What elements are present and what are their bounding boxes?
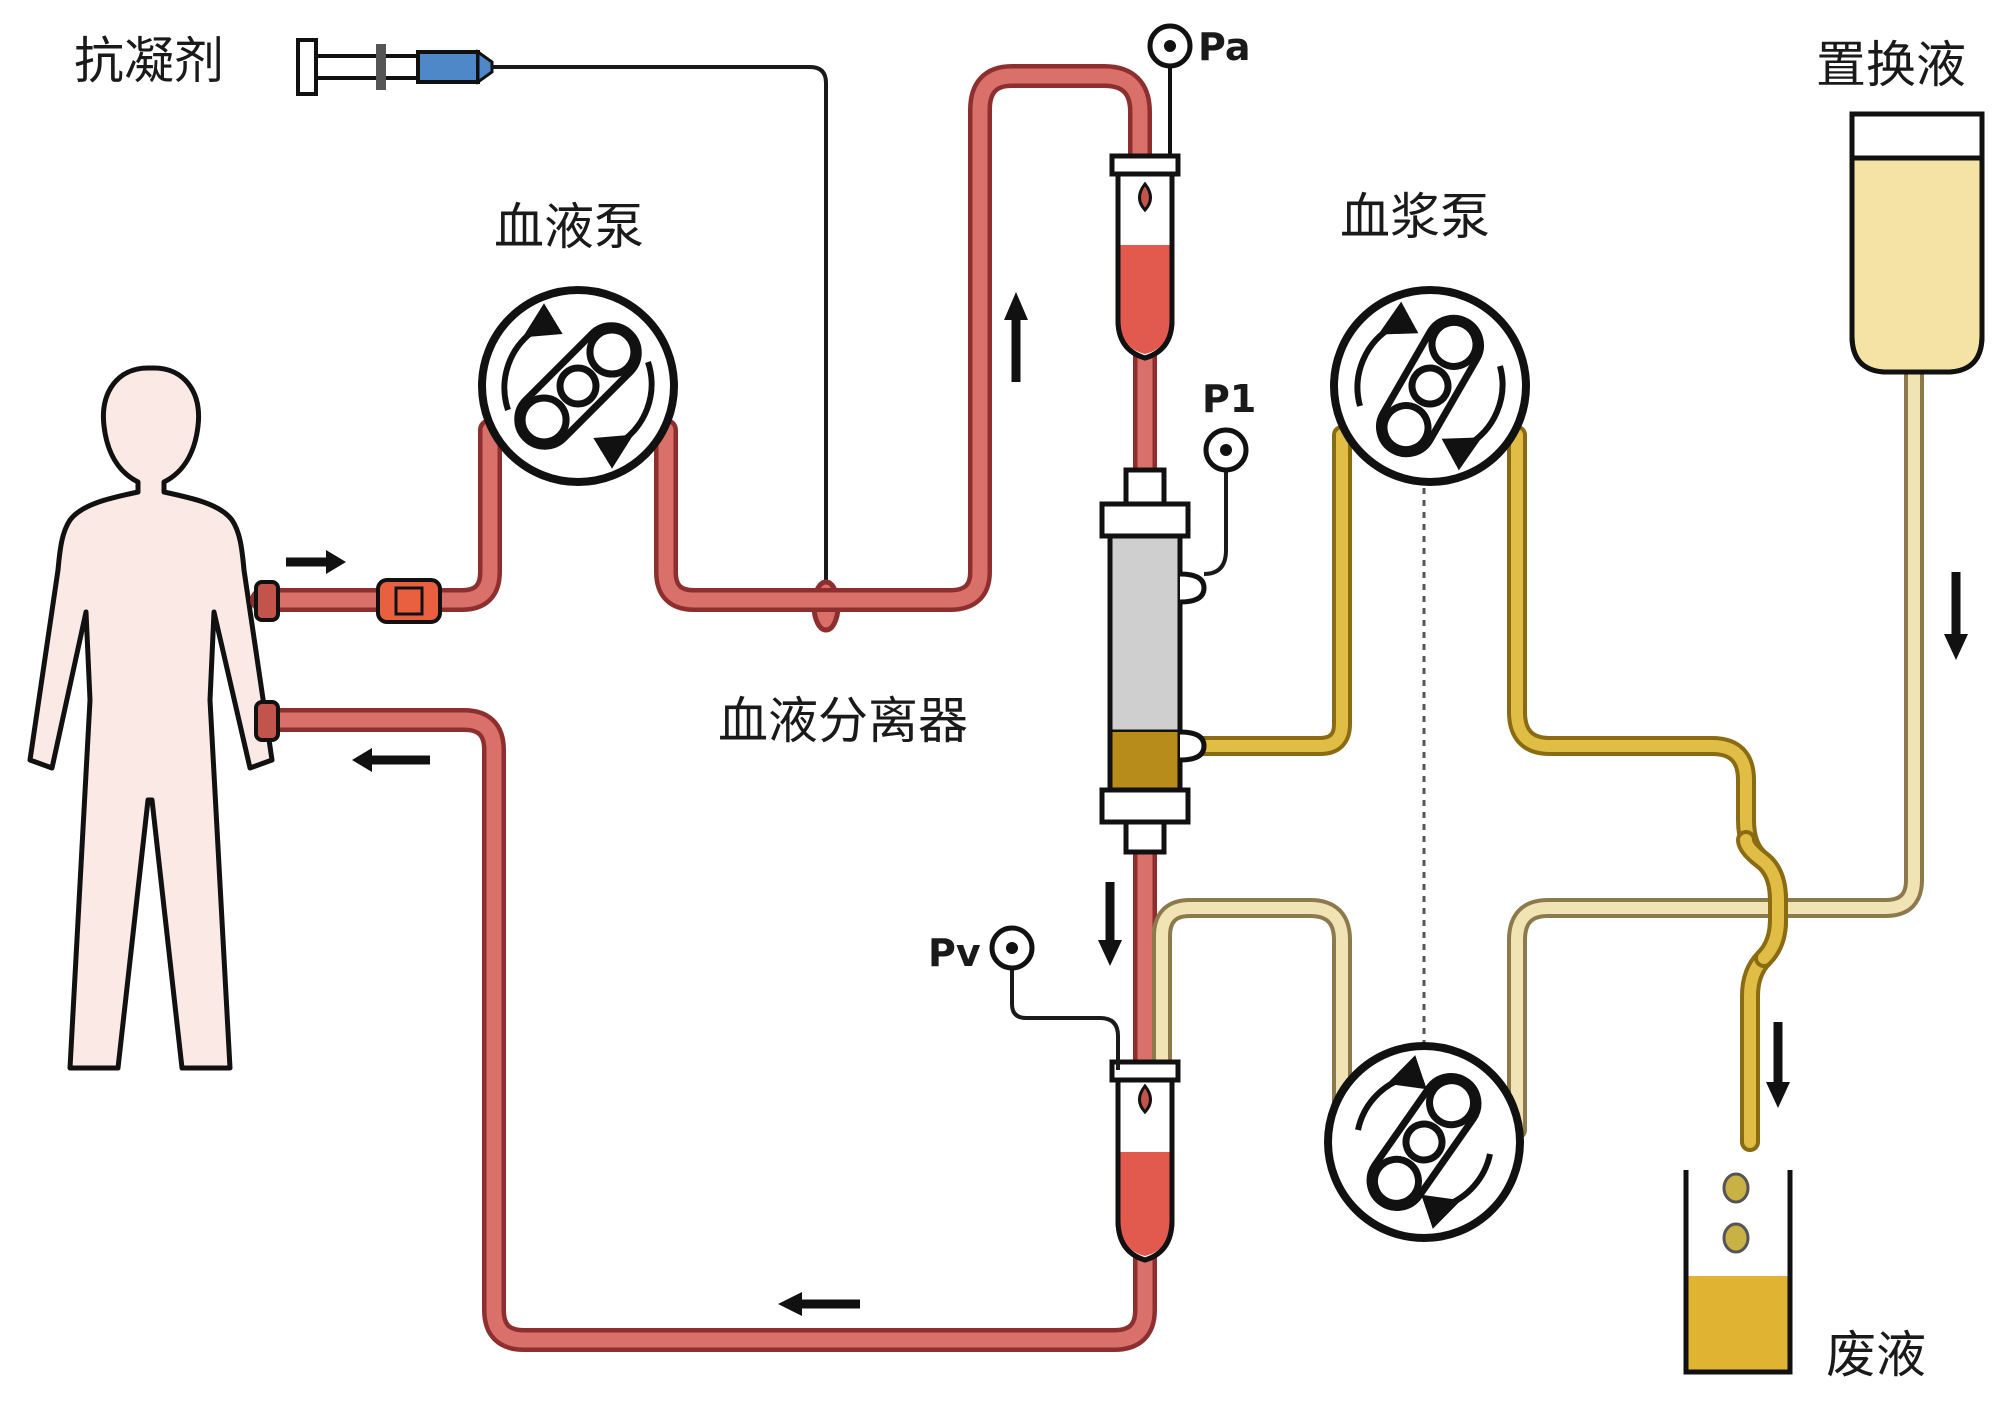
plasma-pump-upper xyxy=(1330,286,1530,486)
pa-label: Pa xyxy=(1198,25,1250,69)
plasma-pump-lower xyxy=(1324,1042,1524,1242)
waste-container xyxy=(1683,1170,1793,1375)
arrow-left-return xyxy=(778,1292,860,1316)
blood-separator xyxy=(1099,467,1207,855)
arrow-left-venous xyxy=(352,748,430,772)
replacement-fluid-label: 置换液 xyxy=(1816,36,1966,94)
anticoagulant-syringe xyxy=(296,38,494,96)
waste-fluid-label: 废液 xyxy=(1826,1326,1926,1384)
p1-label: P1 xyxy=(1202,377,1256,421)
p1-gauge xyxy=(1203,427,1249,576)
arrow-up-arterial xyxy=(1004,292,1028,382)
flow-arrows xyxy=(286,292,1968,1316)
blood-separator-label: 血液分离器 xyxy=(718,692,968,750)
anticoagulant-label: 抗凝剂 xyxy=(74,32,224,90)
arterial-drip-chamber xyxy=(1109,153,1181,361)
pv-gauge xyxy=(989,925,1120,1070)
plasma-pump-label: 血浆泵 xyxy=(1340,188,1490,246)
access-connectors xyxy=(254,578,442,742)
anticoagulant-line xyxy=(492,65,828,610)
pv-label: Pv xyxy=(928,931,981,975)
blood-pump-label: 血液泵 xyxy=(494,198,644,256)
arrow-right-arterial xyxy=(286,550,346,574)
pa-gauge xyxy=(1147,23,1193,156)
venous-blood-line xyxy=(256,708,1157,1352)
venous-drip-chamber xyxy=(1109,1059,1181,1263)
replacement-line xyxy=(1152,360,1924,1140)
arrow-down-replacement xyxy=(1944,572,1968,660)
replacement-fluid-bag xyxy=(1849,111,1985,375)
patient-figure xyxy=(27,365,275,1071)
arterial-blood-line xyxy=(250,64,1157,612)
arrow-down-waste xyxy=(1766,1022,1790,1108)
blood-pump xyxy=(478,286,678,486)
plasma-line xyxy=(1192,425,1788,1152)
arrow-down-venous xyxy=(1098,882,1122,966)
